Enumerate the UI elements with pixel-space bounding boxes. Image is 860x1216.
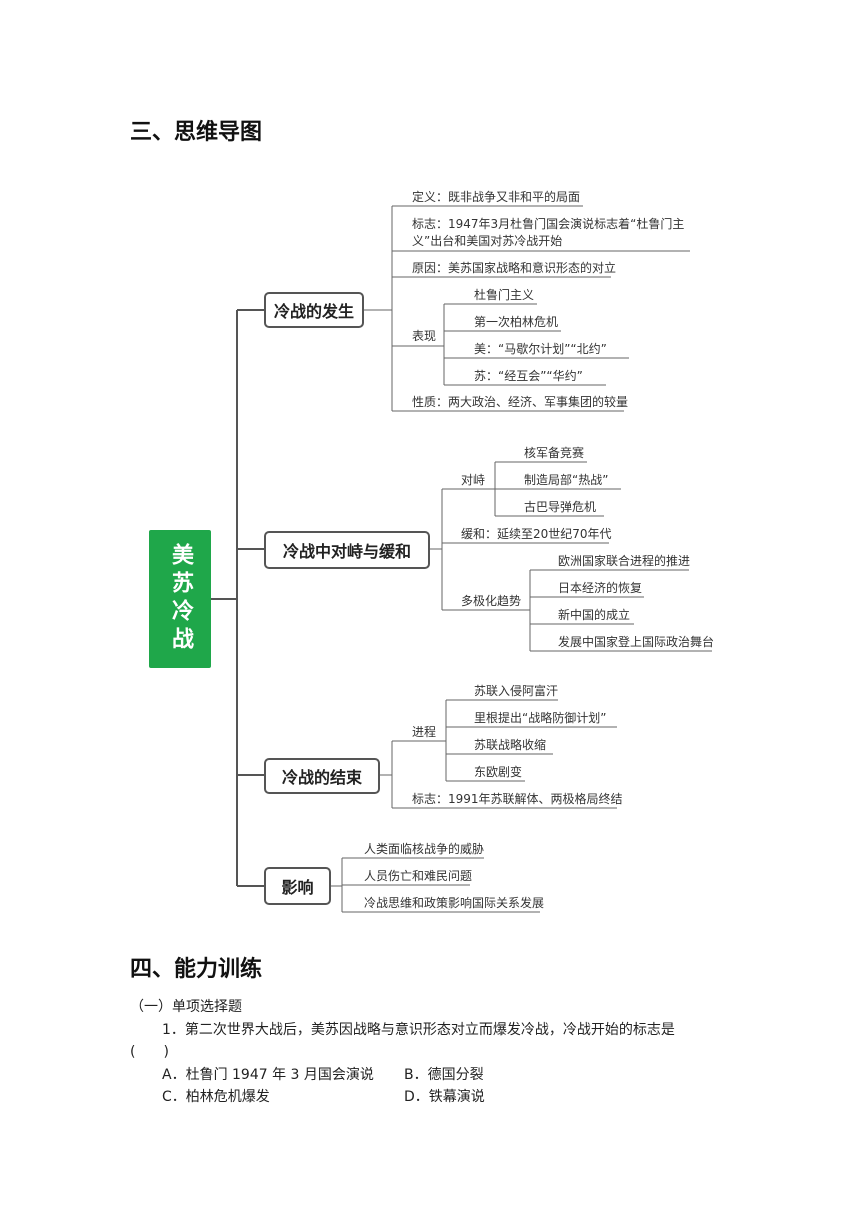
question-1-paren: ( ) — [130, 1044, 169, 1060]
mindmap-heading: 三、思维导图 — [130, 120, 263, 145]
branch-end: 冷战的结束 — [264, 758, 380, 794]
quiz-part-label: （一）单项选择题 — [130, 999, 242, 1015]
process-item: 苏联入侵阿富汗 — [474, 684, 559, 698]
opposition-item: 制造局部“热战” — [524, 473, 609, 487]
option-b: B．德国分裂 — [404, 1067, 484, 1083]
multipolar-item: 发展中国家登上国际政治舞台 — [558, 635, 715, 649]
process-label: 进程 — [412, 725, 437, 739]
question-1-stem: 1．第二次世界大战后，美苏因战略与意识形态对立而爆发冷战，冷战开始的标志是 — [162, 1022, 675, 1038]
branch-confront: 冷战中对峙与缓和 — [264, 531, 430, 569]
end-sign: 标志：1991年苏联解体、两极格局终结 — [412, 792, 623, 806]
mindmap-connectors — [211, 205, 712, 913]
multipolar-item: 欧洲国家联合进程的推进 — [558, 554, 691, 568]
origin-cause: 原因：美苏国家战略和意识形态的对立 — [412, 261, 617, 275]
opposition-item: 古巴导弹危机 — [524, 500, 597, 514]
origin-nature: 性质：两大政治、经济、军事集团的较量 — [412, 395, 629, 409]
manifest-item: 第一次柏林危机 — [474, 315, 559, 329]
impact-item: 人类面临核战争的威胁 — [364, 842, 485, 856]
impact-item: 冷战思维和政策影响国际关系发展 — [364, 896, 545, 910]
option-d: D．铁幕演说 — [404, 1089, 485, 1105]
impact-item: 人员伤亡和难民问题 — [364, 869, 473, 883]
manifest-item: 美：“马歇尔计划”“北约” — [474, 342, 607, 356]
branch-origin: 冷战的发生 — [264, 292, 364, 328]
origin-manifest-label: 表现 — [412, 329, 437, 343]
branch-impact: 影响 — [264, 867, 331, 905]
option-a: A．杜鲁门 1947 年 3 月国会演说 — [162, 1067, 374, 1083]
process-item: 里根提出“战略防御计划” — [474, 711, 607, 725]
origin-sign-line1: 标志：1947年3月杜鲁门国会演说标志着“杜鲁门主 — [412, 217, 685, 231]
origin-definition: 定义：既非战争又非和平的局面 — [412, 190, 581, 204]
root-label: 美苏冷战 — [168, 543, 193, 655]
process-item: 苏联战略收缩 — [474, 738, 547, 752]
multipolar-label: 多极化趋势 — [461, 594, 522, 608]
training-heading: 四、能力训练 — [130, 957, 263, 982]
opposition-item: 核军备竞赛 — [524, 446, 585, 460]
process-item: 东欧剧变 — [474, 765, 523, 779]
root-node: 美苏冷战 — [149, 530, 211, 668]
opposition-label: 对峙 — [461, 473, 486, 487]
manifest-item: 苏：“经互会”“华约” — [474, 369, 583, 383]
origin-sign-line2: 义”出台和美国对苏冷战开始 — [412, 234, 563, 248]
option-c: C．柏林危机爆发 — [162, 1089, 270, 1105]
easing-leaf: 缓和：延续至20世纪70年代 — [461, 527, 612, 541]
multipolar-item: 日本经济的恢复 — [558, 581, 643, 595]
multipolar-item: 新中国的成立 — [558, 608, 631, 622]
manifest-item: 杜鲁门主义 — [474, 288, 535, 302]
